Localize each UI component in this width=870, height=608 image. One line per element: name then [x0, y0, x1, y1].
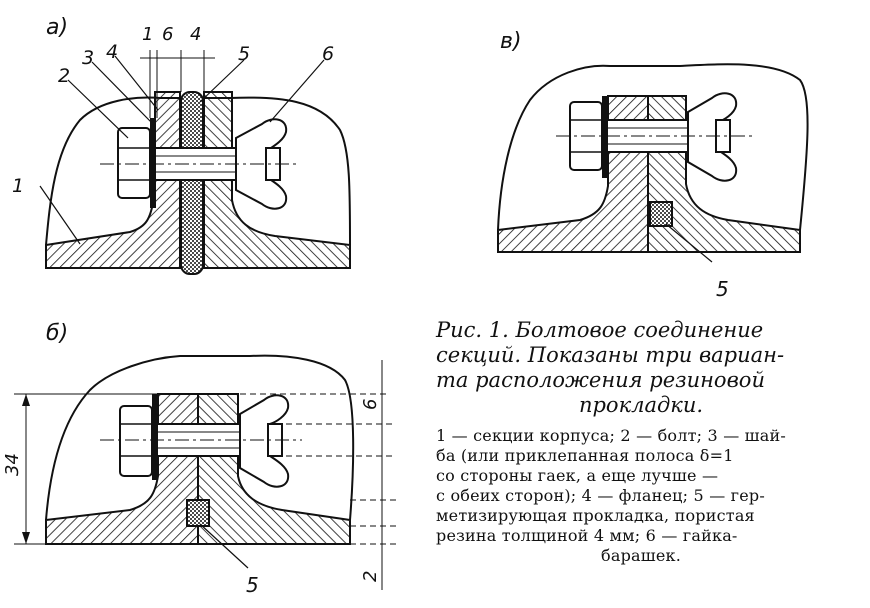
- view-b: б) 5 34 6 2: [2, 321, 396, 597]
- view-b-washer: [152, 394, 158, 480]
- legend-line: 1 — секции корпуса; 2 — болт; 3 — шай-: [436, 426, 786, 445]
- dimension-4: 4: [190, 24, 201, 45]
- caption-title-line: прокладки.: [578, 393, 704, 417]
- view-v-letter: в): [500, 29, 522, 54]
- legend-line: со стороны гаек, а еще лучше —: [436, 466, 719, 485]
- callout-gasket: 5: [238, 43, 250, 65]
- legend-line: ба (или приклепанная полоса δ=1: [436, 446, 734, 465]
- view-a-letter: a): [46, 15, 68, 40]
- view-v-callout-gasket: 5: [716, 277, 729, 301]
- callout-flange: 4: [106, 41, 118, 63]
- view-v-washer: [602, 96, 608, 178]
- dimension-1: 1: [142, 24, 153, 45]
- legend-line: барашек.: [601, 546, 681, 565]
- dimension-right-2: 2: [360, 571, 381, 582]
- view-a-nut: [117, 127, 151, 199]
- view-a: a) 1 2 3 4 5 6 1 6 4: [12, 15, 351, 275]
- legend-line: резина толщиной 4 мм; 6 — гайка-: [436, 526, 738, 545]
- view-b-housing-outline: [45, 354, 355, 521]
- view-b-nut: [119, 405, 153, 477]
- caption-title-line: та расположения резиновой: [436, 368, 765, 392]
- view-a-washer: [150, 118, 156, 208]
- view-b-letter: б): [46, 321, 68, 346]
- dimension-34: 34: [2, 453, 23, 476]
- figure-caption: Рис. 1. Болтовое соединение секций. Пока…: [436, 318, 846, 566]
- view-a-gasket: [180, 91, 204, 275]
- view-b-gasket: [186, 499, 210, 527]
- legend-line: метизирующая прокладка, пористая: [436, 506, 755, 525]
- callout-wing-nut: 6: [322, 43, 334, 65]
- dimension-right-6: 6: [360, 399, 381, 410]
- view-a-right-section: [203, 91, 351, 269]
- view-v-gasket: [649, 201, 673, 227]
- view-v-housing-outline: [497, 63, 809, 231]
- callout-washer: 3: [82, 47, 94, 69]
- caption-title-line: секций. Показаны три вариан-: [436, 343, 785, 367]
- caption-title: Рис. 1. Болтовое соединение секций. Пока…: [436, 318, 846, 418]
- legend-line: с обеих сторон); 4 — фланец; 5 — гер-: [436, 486, 765, 505]
- callout-bolt: 2: [58, 65, 70, 87]
- callout-housing: 1: [12, 175, 24, 197]
- view-b-callout-gasket: 5: [246, 573, 259, 597]
- view-v: в) 5: [497, 29, 809, 301]
- caption-legend: 1 — секции корпуса; 2 — болт; 3 — шай- б…: [436, 426, 846, 566]
- dimension-6: 6: [162, 24, 173, 45]
- caption-title-line: Рис. 1. Болтовое соединение: [436, 318, 764, 342]
